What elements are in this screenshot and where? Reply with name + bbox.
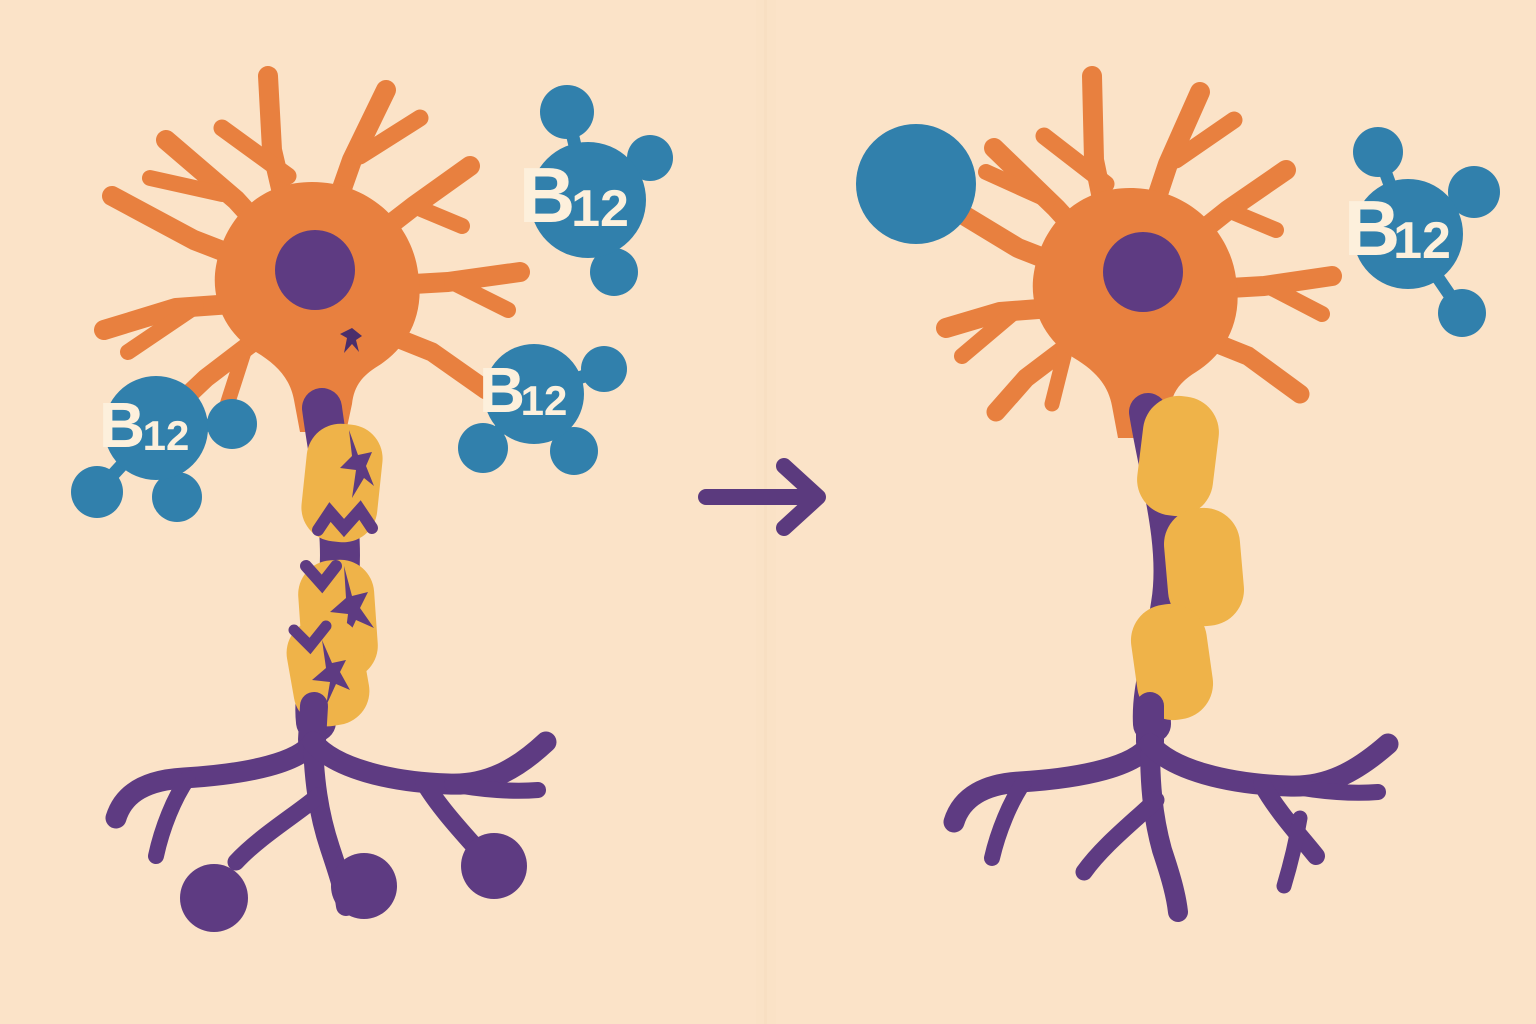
b12-molecule-right-plain[interactable] <box>856 124 976 244</box>
b12-satellite <box>207 399 257 449</box>
b12-core <box>1353 179 1463 289</box>
left-terminal-bulb-2 <box>331 853 397 919</box>
left-myelin-crack-3 <box>312 640 350 706</box>
b12-satellite <box>540 85 594 139</box>
b12-core <box>856 124 976 244</box>
b12-core <box>484 344 584 444</box>
b12-satellite <box>71 466 123 518</box>
b12-label-main: B <box>479 354 525 426</box>
right-neuron-soma-group <box>936 66 1342 438</box>
right-myelin-segment-3 <box>1130 603 1214 721</box>
b12-satellite <box>590 248 638 296</box>
right-myelin-segment-1 <box>1137 395 1219 517</box>
left-myelin-segment-1 <box>301 423 383 543</box>
center-seam <box>764 0 767 1024</box>
b12-label-sub: 12 <box>521 377 568 424</box>
b12-label-sub: 12 <box>143 412 190 459</box>
b12-molecule-left-right[interactable]: B 12 <box>458 344 627 475</box>
arrow-right-icon <box>698 458 826 536</box>
left-terminal-bulb-3 <box>461 833 527 899</box>
left-soma-damage-mark <box>340 328 362 353</box>
left-nucleus <box>275 230 355 310</box>
b12-satellite <box>1353 127 1403 177</box>
right-myelin-segment-2 <box>1164 507 1244 627</box>
b12-molecule-right[interactable]: B 12 <box>1344 127 1500 337</box>
b12-satellite <box>1448 166 1500 218</box>
left-myelin-sheaths <box>286 423 383 727</box>
right-axon-terminals <box>943 692 1399 922</box>
b12-satellite <box>627 135 673 181</box>
b12-label-sub: 12 <box>1393 212 1451 270</box>
right-myelin-sheaths <box>1130 395 1244 721</box>
b12-label-main: B <box>1344 184 1400 272</box>
b12-label-main: B <box>519 151 575 239</box>
b12-molecule-left-mid[interactable]: B 12 <box>71 376 257 522</box>
b12-satellite <box>550 427 598 475</box>
b12-molecule-left-top[interactable]: B 12 <box>519 85 673 296</box>
b12-satellite <box>458 423 508 473</box>
b12-core <box>530 142 646 258</box>
left-myelin-crack-1 <box>340 430 374 498</box>
left-myelin-crack-2 <box>330 566 374 646</box>
panel-right-replete: B 12 <box>856 66 1500 922</box>
b12-label-main: B <box>99 389 145 461</box>
b12-satellite <box>581 346 627 392</box>
center-seam-soft <box>756 0 776 1024</box>
left-terminal-bulb-1 <box>180 864 248 932</box>
b12-satellite <box>1438 289 1486 337</box>
right-soma <box>1032 188 1238 438</box>
b12-label-sub: 12 <box>571 180 629 238</box>
panel-left-deficient: B 12 B 12 <box>71 66 673 932</box>
b12-core <box>104 376 208 480</box>
b12-satellite <box>152 472 202 522</box>
right-nucleus <box>1103 232 1183 312</box>
